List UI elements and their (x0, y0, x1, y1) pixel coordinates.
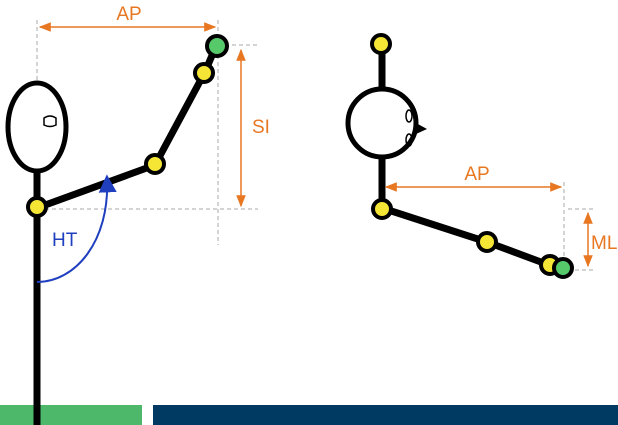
arm-top-view-segments (380, 204, 564, 272)
top-joint (370, 33, 392, 55)
shoulder-joint (26, 196, 48, 218)
ht-angle-arc (36, 174, 117, 283)
left-figure (5, 34, 229, 425)
footer-bar-navy (153, 405, 618, 425)
hand-marker (205, 34, 229, 58)
si-label: SI (252, 117, 270, 138)
footer-bar-green (0, 405, 142, 425)
eye-right-icon (405, 133, 413, 147)
ap-top-label: AP (116, 4, 141, 25)
arm-segments (35, 44, 220, 212)
right-shoulder-joint (371, 198, 393, 220)
ht-label: HT (52, 230, 78, 251)
elbow-joint (144, 153, 166, 175)
ap-right-label: AP (464, 164, 489, 185)
ml-label: ML (591, 233, 617, 254)
right-figure (345, 33, 574, 279)
head-icon (5, 80, 69, 174)
right-hand-marker (552, 257, 574, 279)
wrist-joint (193, 62, 215, 84)
head-top-view-icon (345, 86, 419, 160)
nose-icon (43, 115, 57, 128)
eye-left-icon (405, 109, 413, 123)
nose-top-view-icon (416, 123, 427, 134)
right-elbow-joint (476, 231, 498, 253)
right-reference-lines (563, 182, 596, 271)
